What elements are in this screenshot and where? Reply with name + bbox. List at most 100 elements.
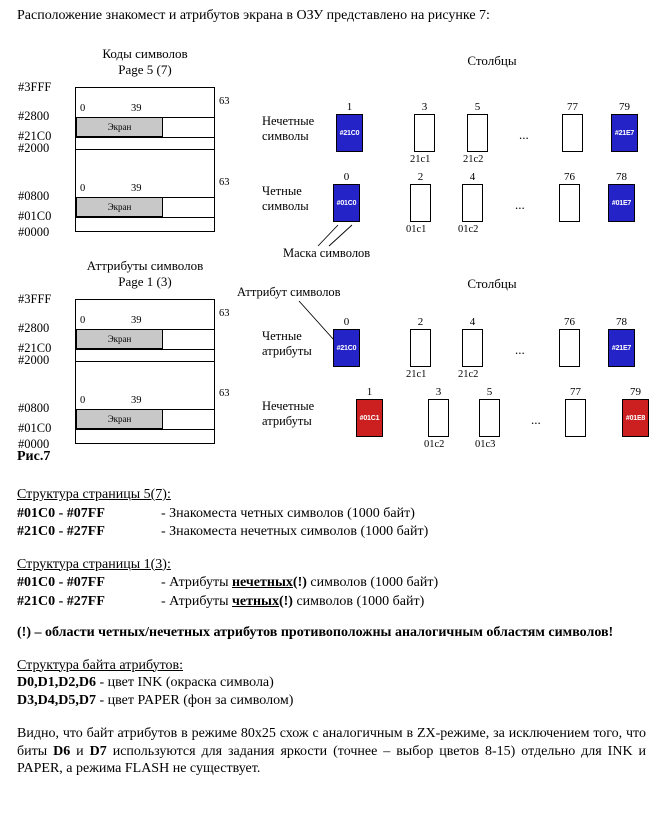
screen-band-label: Экран xyxy=(107,122,132,132)
column-cell: 4 01c2 xyxy=(458,170,483,235)
desc-pre: - Атрибуты xyxy=(161,575,232,590)
row-label-line: Четные xyxy=(262,329,302,343)
range-description: - Атрибуты нечетных(!) символов (1000 ба… xyxy=(161,574,438,592)
conclusion-text: и xyxy=(70,743,90,759)
cell-box: #21C0 xyxy=(333,329,360,367)
cell-box: #01E7 xyxy=(608,184,635,222)
symbols-map-page: Page 5 (7) xyxy=(118,62,172,77)
desc-mark: (!) xyxy=(278,593,293,609)
column-cell: 77 xyxy=(565,385,586,437)
memline-21c0 xyxy=(76,349,214,350)
row-label-line: Четные xyxy=(262,184,302,198)
column-cell: 4 21c2 xyxy=(458,315,483,380)
address-label: #3FFF xyxy=(18,292,52,306)
col-end-label: 63 xyxy=(219,388,230,399)
cell-box: #21C0 xyxy=(336,114,363,152)
range-description: - Знакоместа нечетных символов (1000 бай… xyxy=(161,524,429,539)
column-cell: 0 #01C0 xyxy=(333,170,360,222)
bit-names: D3,D4,D5,D7 xyxy=(17,692,96,708)
cell-box xyxy=(462,184,483,222)
cell-box xyxy=(479,399,500,437)
row-label-line: атрибуты xyxy=(262,414,312,428)
cell-box xyxy=(414,114,435,152)
col-first-label: 0 xyxy=(80,183,86,194)
cell-address-label: #21C0 xyxy=(339,129,360,137)
col-end-label: 63 xyxy=(219,308,230,319)
range-description: - Знакоместа четных символов (1000 байт) xyxy=(161,505,415,521)
cell-address-below: 01c1 xyxy=(406,224,427,235)
column-number: 0 xyxy=(343,171,350,183)
struct-row: #01C0 - #07FF - Знакоместа четных символ… xyxy=(17,505,646,523)
column-cell: 5 21c2 xyxy=(463,100,488,165)
cell-address-below: 01c2 xyxy=(424,439,445,450)
ellipsis: ... xyxy=(531,412,541,427)
section-heading-page5: Структура страницы 5(7): xyxy=(17,487,171,502)
column-cell: 78 #21E7 xyxy=(608,315,635,367)
desc-emph: четных xyxy=(231,593,279,609)
column-number: 79 xyxy=(630,386,641,398)
columns-title: Столбцы xyxy=(467,276,517,291)
ellipsis: ... xyxy=(519,127,529,142)
column-number: 4 xyxy=(469,171,476,183)
column-number: 4 xyxy=(469,316,476,328)
attr-bits-row: D3,D4,D5,D7 - цвет PAPER (фон за символо… xyxy=(17,692,646,710)
warning-note: (!) – области четных/нечетных атрибутов … xyxy=(17,625,614,640)
desc-pre: - Атрибуты xyxy=(161,593,232,609)
column-number: 5 xyxy=(474,101,481,113)
bit-description: - цвет INK (окраска символа) xyxy=(95,675,274,690)
conclusion-text: используются для задания яркости (точнее… xyxy=(17,743,647,777)
section-heading-attr-byte: Структура байта атрибутов: xyxy=(17,657,184,673)
screen-band-label: Экран xyxy=(107,414,132,424)
col-last-label: 39 xyxy=(131,103,142,114)
intro-text: Расположение знакомест и атрибутов экран… xyxy=(17,8,490,23)
address-label: #3FFF xyxy=(18,80,52,94)
cell-box: #01C0 xyxy=(333,184,360,222)
mask-label: Маска символов xyxy=(283,246,371,260)
address-range: #21C0 - #27FF xyxy=(17,524,105,539)
column-number: 76 xyxy=(564,316,575,328)
desc-post: символов (1000 байт) xyxy=(292,593,425,609)
cell-address-label: #01C1 xyxy=(359,414,380,422)
column-number: 0 xyxy=(343,316,350,328)
screen-band: Экран xyxy=(76,117,163,137)
column-cell: 79 #01E8 xyxy=(622,385,649,437)
column-number: 79 xyxy=(619,101,630,113)
struct-row: #21C0 - #27FF - Атрибуты четных(!) симво… xyxy=(17,593,646,611)
cell-address-below: 01c2 xyxy=(458,224,479,235)
row-label-line: атрибуты xyxy=(262,344,312,358)
column-cell: 2 21c1 xyxy=(406,315,431,380)
desc-emph: нечетных xyxy=(231,575,293,590)
cell-address-label: #01C0 xyxy=(336,199,357,207)
address-label: #2000 xyxy=(18,353,50,367)
col-last-label: 39 xyxy=(131,315,142,326)
column-cell: 1 #01C1 xyxy=(356,385,383,437)
bit-name: D7 xyxy=(89,743,107,759)
cell-address-label: #21C0 xyxy=(336,344,357,352)
symbols-map-title: Коды символов xyxy=(102,46,188,61)
cell-box xyxy=(462,329,483,367)
cell-address-label: #01E7 xyxy=(611,199,632,207)
column-number: 77 xyxy=(567,101,578,113)
col-first-label: 0 xyxy=(80,103,86,114)
cell-box: #21E7 xyxy=(608,329,635,367)
col-last-label: 39 xyxy=(131,183,142,194)
cell-box: #01C1 xyxy=(356,399,383,437)
cell-address-below: 21c1 xyxy=(410,154,431,165)
address-label: #21C0 xyxy=(18,341,52,355)
column-cell: 2 01c1 xyxy=(406,170,431,235)
column-cell: 76 xyxy=(559,170,580,222)
address-range: #21C0 - #27FF xyxy=(17,593,105,609)
body-text: Структура страницы 5(7): #01C0 - #07FF -… xyxy=(17,486,646,778)
column-cell: 3 01c2 xyxy=(424,385,449,450)
conclusion-paragraph: Видно, что байт атрибутов в режиме 80x25… xyxy=(17,725,646,778)
column-number: 2 xyxy=(417,316,424,328)
cell-address-below: 21c2 xyxy=(458,369,479,380)
cell-box xyxy=(565,399,586,437)
cell-box: #21E7 xyxy=(611,114,638,152)
struct-row: #21C0 - #27FF - Знакоместа нечетных симв… xyxy=(17,523,646,541)
memline-2000 xyxy=(76,361,214,362)
cell-address-label: #21E7 xyxy=(614,129,635,137)
column-number: 3 xyxy=(421,101,428,113)
column-number: 5 xyxy=(486,386,493,398)
